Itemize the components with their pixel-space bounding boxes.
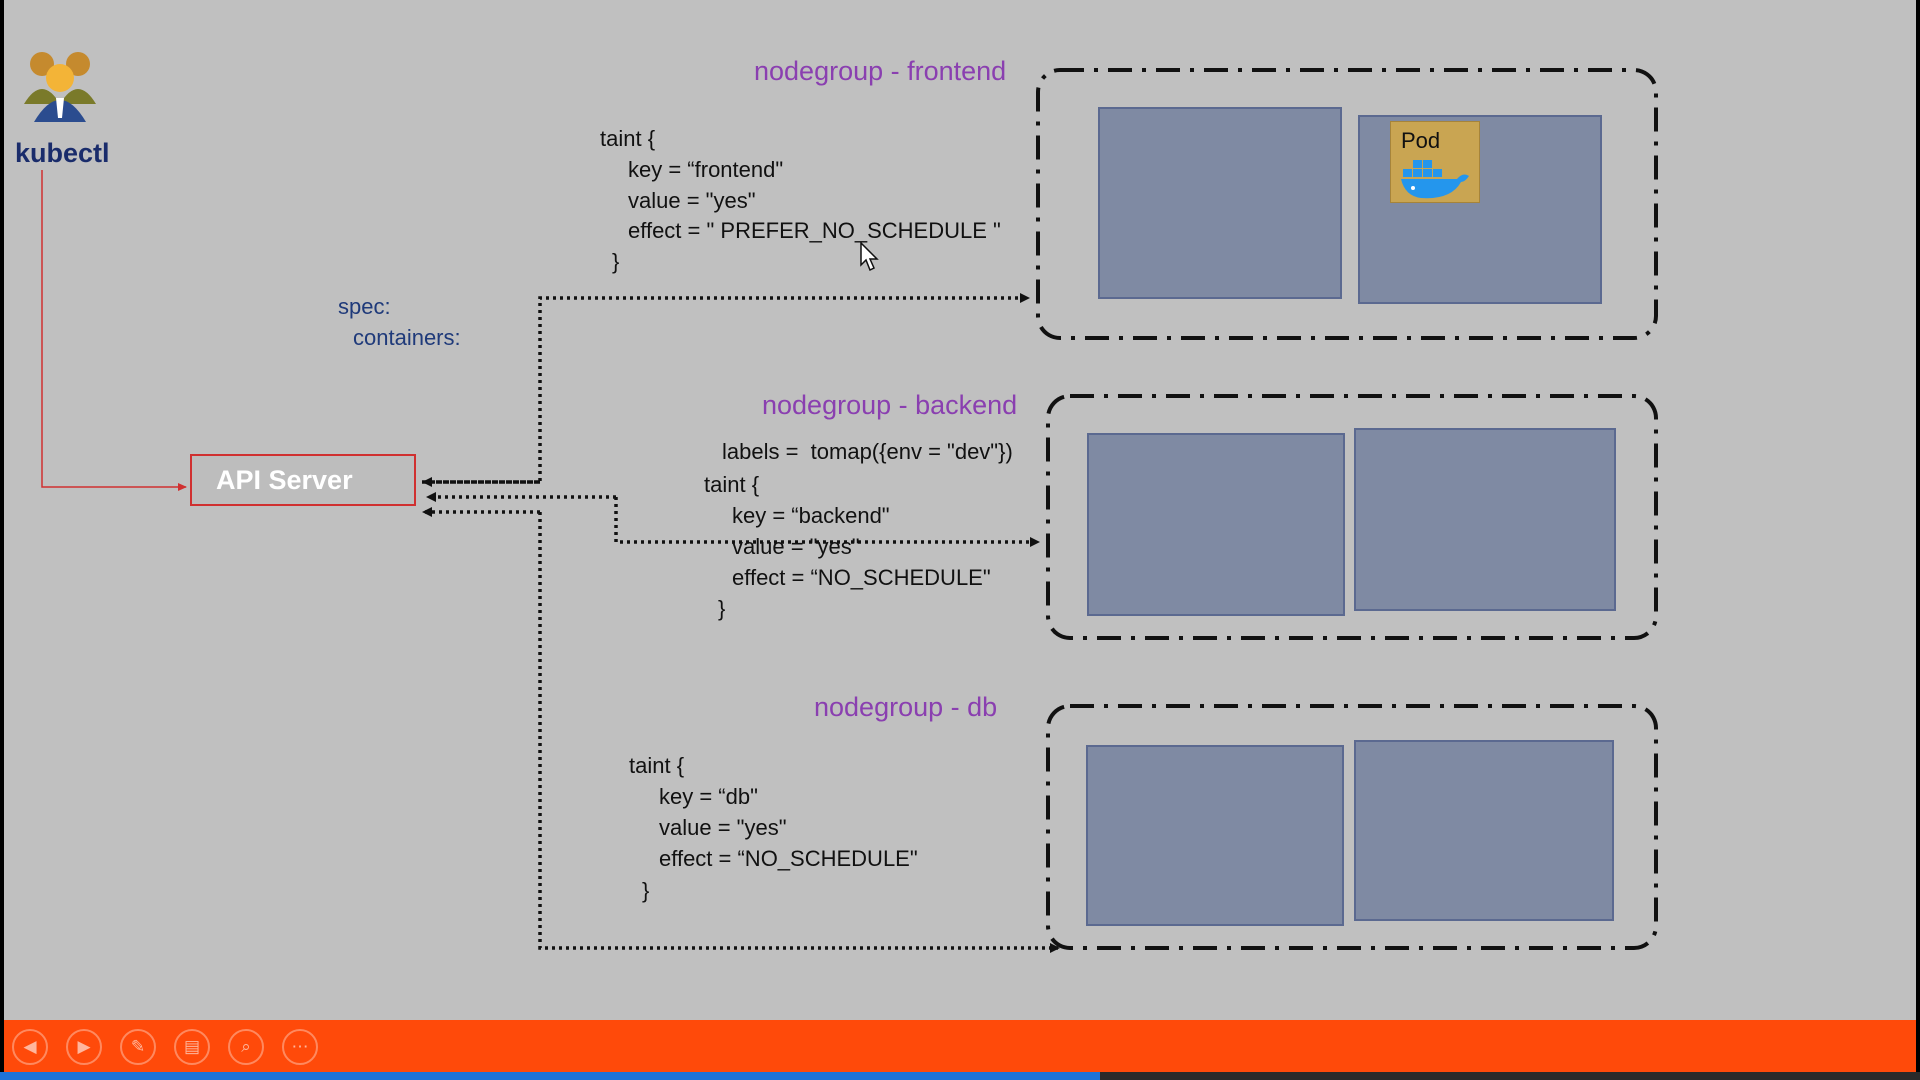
frontend-code-line: taint { (600, 126, 656, 151)
backend-code-line: effect = “NO_SCHEDULE" (732, 565, 991, 590)
nodegroup-frontend-title: nodegroup - frontend (754, 56, 1007, 86)
backend-node-2 (1354, 428, 1616, 611)
pen-tool-button[interactable]: ✎ (120, 1029, 156, 1065)
arrow-left-icon: ◀ (23, 1037, 37, 1056)
kubectl-connector (41, 170, 187, 491)
backend-code-line: key = “backend" (732, 503, 890, 528)
kubectl-label: kubectl (15, 138, 110, 168)
containers-label: containers: (353, 325, 461, 350)
previous-slide-button[interactable]: ◀ (12, 1029, 48, 1065)
mouse-cursor-icon (860, 242, 879, 272)
db-code-line: taint { (629, 753, 685, 778)
nodegroup-backend-border (1046, 394, 1658, 640)
zoom-icon: ⌕ (241, 1037, 251, 1056)
pod-label: Pod (1401, 128, 1441, 153)
db-code-line: key = “db" (659, 784, 758, 809)
slide: kubectl spec: containers: API Server nod… (4, 0, 1916, 1020)
db-code-line: } (642, 878, 650, 903)
diagram-lines (41, 68, 1658, 953)
nodegroup-backend-title: nodegroup - backend (762, 390, 1018, 420)
docker-whale-icon (1401, 160, 1469, 199)
backend-node-1 (1087, 433, 1345, 616)
zoom-button[interactable]: ⌕ (228, 1029, 264, 1065)
spec-label: spec: (338, 294, 391, 319)
more-icon: ⋯ (291, 1037, 309, 1056)
see-all-slides-button[interactable]: ▤ (174, 1029, 210, 1065)
frontend-node-1 (1098, 107, 1342, 299)
presentation-toolbar: ◀ ▶ ✎ ▤ ⌕ ⋯ (4, 1020, 1916, 1072)
pod: Pod (1390, 121, 1480, 203)
nodegroup-db-border (1046, 704, 1658, 950)
db-code-line: value = "yes" (659, 815, 787, 840)
backend-code-line: value = "yes" (732, 534, 860, 559)
backend-connector (614, 497, 1040, 547)
db-code-line: effect = “NO_SCHEDULE" (659, 846, 918, 871)
frontend-code-line: key = “frontend" (628, 157, 784, 182)
pen-icon: ✎ (130, 1037, 146, 1056)
frontend-code-line: value = "yes" (628, 188, 756, 213)
frontend-code-line: } (612, 249, 620, 274)
backend-code-line: labels = tomap({env = "dev"}) (722, 439, 1013, 464)
users-icon (24, 52, 96, 122)
backend-code-line: } (718, 596, 726, 621)
progress-bar[interactable] (0, 1072, 1920, 1080)
api-server-label: API Server (216, 464, 353, 495)
slides-icon: ▤ (183, 1037, 201, 1056)
backend-code-line: taint { (704, 472, 760, 497)
next-slide-button[interactable]: ▶ (66, 1029, 102, 1065)
more-options-button[interactable]: ⋯ (282, 1029, 318, 1065)
arrow-right-icon: ▶ (77, 1037, 91, 1056)
db-connector (538, 512, 1060, 953)
frontend-code-line: effect = " PREFER_NO_SCHEDULE " (628, 218, 1001, 243)
nodegroup-db-title: nodegroup - db (814, 692, 998, 722)
db-node-2 (1354, 740, 1614, 921)
progress-fill (0, 1072, 1101, 1080)
db-node-1 (1086, 745, 1344, 926)
api-server-box: API Server (190, 454, 416, 506)
nodegroup-frontend-border (1036, 68, 1658, 340)
